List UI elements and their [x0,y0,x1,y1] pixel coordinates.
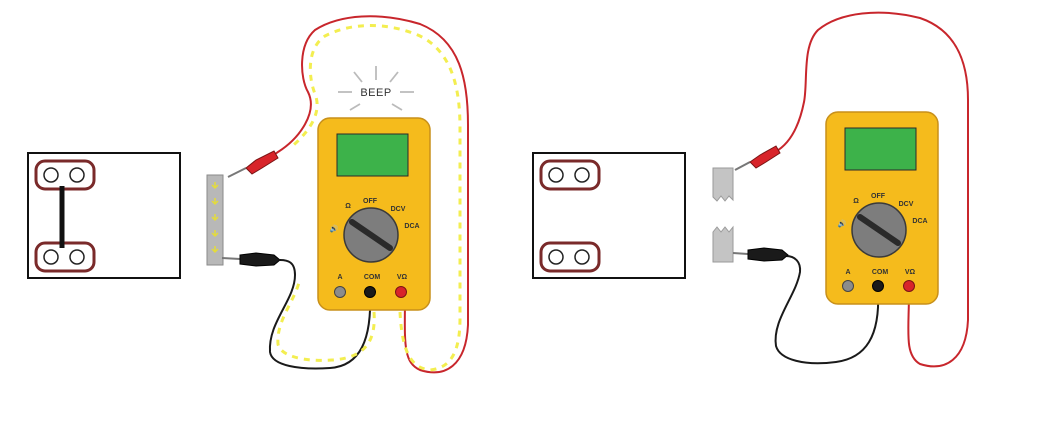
screw-terminal [43,249,59,265]
circuit-board-right [532,152,686,279]
jack-a[interactable] [842,280,854,292]
screw-terminal [69,167,85,183]
screw-terminal [69,249,85,265]
left-panel-continuity-good: BEEP Ω OFF DCV DCA 🔊 A COM VΩ [27,15,469,374]
black-probe-right [732,247,789,262]
jack-label-a: A [845,269,850,276]
dial-pointer [349,219,393,251]
jack-label-vohm: VΩ [397,274,408,281]
probe-handle [245,150,279,175]
fuse-intact [206,174,224,266]
dial-label-dcv: DCV [391,206,406,213]
red-lead-wire [774,11,969,368]
dial-label-sound-icon: 🔊 [838,219,847,228]
multimeter-left: Ω OFF DCV DCA 🔊 A COM VΩ [317,117,431,311]
probe-handle [749,145,781,169]
jack-a[interactable] [334,286,346,298]
fuse-broken [712,167,734,263]
probe-tip [221,257,241,260]
dial-label-off: OFF [363,198,378,205]
multimeter-right: Ω OFF DCV DCA 🔊 A COM VΩ [825,111,939,305]
dial-label-dcv: DCV [899,201,914,208]
lcd-display [336,133,409,177]
red-probe-left [227,150,279,178]
red-lead-wire [269,15,469,374]
probe-tip [227,167,247,178]
screw-terminal [548,167,564,183]
dial-label-sound-icon: 🔊 [330,224,339,233]
red-probe-right [734,145,781,171]
jack-vohm[interactable] [395,286,407,298]
probe-handle [239,252,281,267]
lcd-display [844,127,917,171]
jack-label-a: A [337,274,342,281]
circuit-board-left [27,152,181,279]
jack-com[interactable] [364,286,376,298]
beep-sound-rays [338,66,414,111]
jack-vohm[interactable] [903,280,915,292]
dial-pointer [857,214,901,246]
jack-com[interactable] [872,280,884,292]
screw-terminal [43,167,59,183]
jack-label-com: COM [872,269,889,276]
black-probe-left [221,252,281,267]
right-panel-continuity-broken: Ω OFF DCV DCA 🔊 A COM VΩ [532,11,969,368]
dial-label-off: OFF [871,193,886,200]
current-arrows-in-fuse [211,182,219,254]
fuse-lower-half [712,225,734,263]
probe-tip [732,252,749,255]
jack-label-vohm: VΩ [905,269,916,276]
dial-label-ohm: Ω [345,203,351,210]
screw-terminal [574,249,590,265]
black-lead-wire [774,255,880,365]
dial-label-ohm: Ω [853,198,859,205]
dial-label-dca: DCA [404,223,419,230]
probe-tip [734,161,751,171]
fuse-upper-half [712,167,734,202]
screw-terminal [574,167,590,183]
beep-indicator: BEEP [338,66,414,111]
current-flow-path-red [289,24,462,372]
dial-label-dca: DCA [912,218,927,225]
screw-terminal [548,249,564,265]
jack-label-com: COM [364,274,381,281]
probe-handle [747,247,789,262]
beep-label: BEEP [360,87,391,99]
